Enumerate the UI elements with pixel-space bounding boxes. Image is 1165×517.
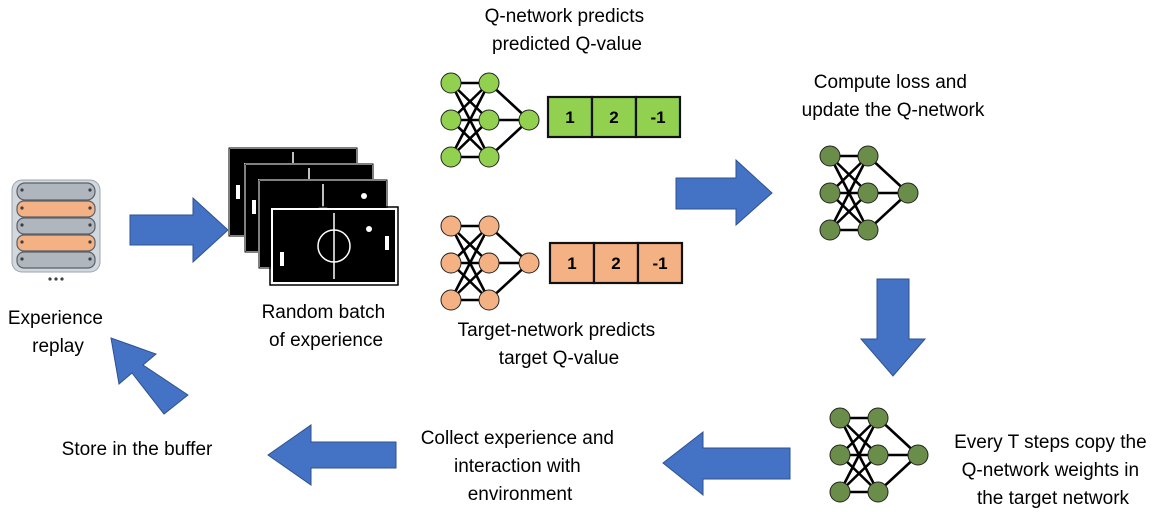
neuron	[478, 289, 500, 311]
updated-q-network-icon	[819, 145, 919, 241]
neuron	[857, 219, 879, 241]
neuron	[867, 407, 889, 429]
neuron	[478, 252, 500, 274]
arrow-to-batch	[129, 196, 229, 264]
copy-weights-network-icon	[829, 407, 929, 503]
q-value-text: -1	[652, 254, 667, 273]
neuron	[518, 109, 540, 131]
arrow-to-replay	[110, 337, 189, 415]
neuron	[867, 481, 889, 503]
store-buffer-label: Store in the buffer	[62, 439, 213, 460]
neuron	[478, 146, 500, 168]
q-value-text: 1	[567, 254, 576, 273]
q-value-cell	[636, 241, 684, 285]
neuron	[440, 289, 462, 311]
neuron	[857, 145, 879, 167]
neuron	[857, 182, 879, 204]
target-network-icon	[440, 215, 540, 311]
database-icon	[11, 179, 101, 281]
neuron	[478, 215, 500, 237]
neuron	[518, 252, 540, 274]
arrow-to-loss	[675, 158, 773, 227]
q-value-cell	[634, 95, 682, 139]
experience-replay-label: Experience replay	[8, 308, 108, 357]
neuron	[829, 407, 851, 429]
q-network-label: Q-network predicts predicted Q-value	[485, 6, 650, 55]
neuron	[440, 252, 462, 274]
neuron	[440, 146, 462, 168]
q-value-text: 1	[565, 108, 574, 127]
neuron	[478, 72, 500, 94]
neuron	[819, 219, 841, 241]
neuron	[897, 182, 919, 204]
q-network-icon	[440, 72, 540, 168]
collect-experience-label: Collect experience and interaction with …	[421, 428, 620, 505]
q-value-text: 2	[611, 254, 620, 273]
arrow-down	[859, 278, 927, 377]
q-value-cell	[548, 241, 596, 285]
neuron	[440, 215, 462, 237]
game-frames-stack	[228, 147, 399, 286]
neuron	[819, 182, 841, 204]
copy-weights-label: Every T steps copy the Q-network weights…	[954, 432, 1152, 509]
q-value-text: -1	[650, 108, 665, 127]
arrow-to-store	[267, 424, 397, 486]
neuron	[867, 444, 889, 466]
q-value-text: 2	[609, 108, 618, 127]
neuron	[440, 72, 462, 94]
target-q-values: 1 2 -1	[548, 241, 684, 285]
target-network-label: Target-network predicts target Q-value	[458, 320, 661, 369]
neuron	[440, 109, 462, 131]
predicted-q-values: 1 2 -1	[546, 95, 682, 139]
neuron	[829, 444, 851, 466]
compute-loss-label: Compute loss and update the Q-network	[802, 72, 985, 121]
neuron	[478, 109, 500, 131]
neuron	[907, 444, 929, 466]
neuron	[829, 481, 851, 503]
q-value-cell	[546, 95, 594, 139]
arrow-to-collect	[662, 430, 791, 497]
neuron	[819, 145, 841, 167]
random-batch-label: Random batch of experience	[262, 302, 391, 351]
